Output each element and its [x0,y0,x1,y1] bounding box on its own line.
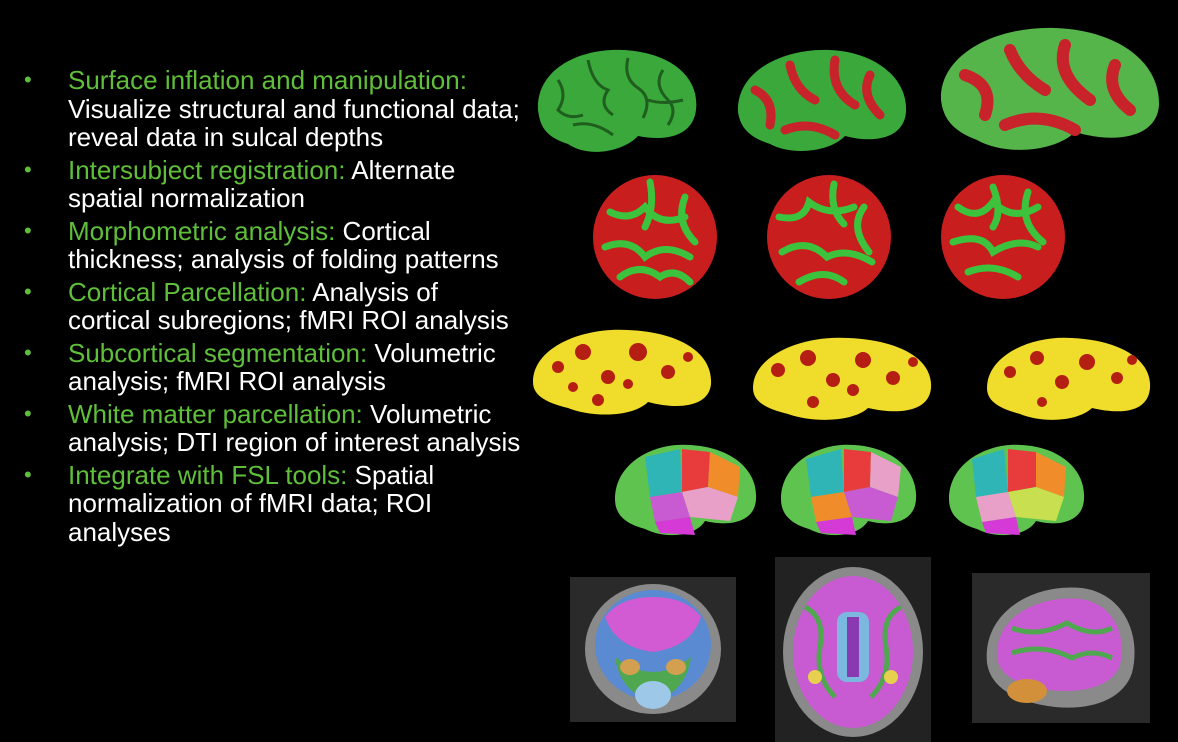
sphere-registration-image-1 [593,175,717,299]
feature-heading: Integrate with FSL tools: [68,459,348,490]
bullet-dot-icon: • [24,339,32,365]
cortical-parcellation-image-2 [781,444,917,536]
cortical-thickness-image-2 [753,337,932,420]
feature-description: Analysis of cortical subregions; fMRI RO… [68,276,509,335]
feature-heading: White matter parcellation: [68,398,363,429]
bullet-dot-icon: • [24,278,32,304]
feature-bullet: • Cortical Parcellation: Analysis of cort… [24,276,524,335]
feature-bullet: • Intersubject registration: Alternate sp… [24,154,524,213]
mri-sagittal-slice-image [972,573,1150,723]
cortical-thickness-image-1 [533,329,712,415]
brain-surface-very-inflated-image [940,27,1160,150]
bullet-dot-icon: • [24,400,32,426]
feature-heading: Cortical Parcellation: [68,276,307,307]
feature-description: Alternate spatial normalization [68,154,456,213]
sphere-registration-image-2 [767,175,891,299]
feature-description: Cortical thickness; analysis of folding … [68,215,499,274]
feature-bullet: • Morphometric analysis: Cortical thickne… [24,215,524,274]
feature-heading: Subcortical segmentation: [68,337,368,368]
mri-axial-slice-image [775,557,931,742]
cortical-parcellation-image-1 [615,444,757,536]
bullet-dot-icon: • [24,461,32,487]
cortical-thickness-image-3 [987,337,1151,420]
feature-heading: Morphometric analysis: [68,215,336,246]
feature-description: Visualize structural and functional data… [68,93,520,152]
feature-description: Volumetric analysis; DTI region of inter… [68,398,521,457]
feature-bullet: • Subcortical segmentation: Volumetric an… [24,337,524,396]
feature-description: Spatial normalization of fMRI data; ROI … [68,459,435,547]
feature-bullet: • Surface inflation and manipulation: Vis… [24,66,524,152]
bullet-dot-icon: • [24,217,32,243]
feature-bullet: • Integrate with FSL tools: Spatial norma… [24,459,524,547]
feature-heading: Surface inflation and manipulation: [68,65,467,95]
mri-coronal-slice-image [570,577,736,722]
feature-heading: Intersubject registration: [68,154,346,185]
feature-description: Volumetric analysis; fMRI ROI analysis [68,337,496,396]
bullet-dot-icon: • [24,67,32,92]
feature-bullet-list: • Surface inflation and manipulation: Vis… [24,66,524,550]
feature-bullet: • White matter parcellation: Volumetric a… [24,398,524,457]
sphere-registration-image-3 [941,175,1065,299]
brain-surface-pial-image [537,49,697,152]
brain-surface-inflated-image [737,49,907,151]
bullet-dot-icon: • [24,156,32,182]
cortical-parcellation-image-3 [949,444,1085,536]
